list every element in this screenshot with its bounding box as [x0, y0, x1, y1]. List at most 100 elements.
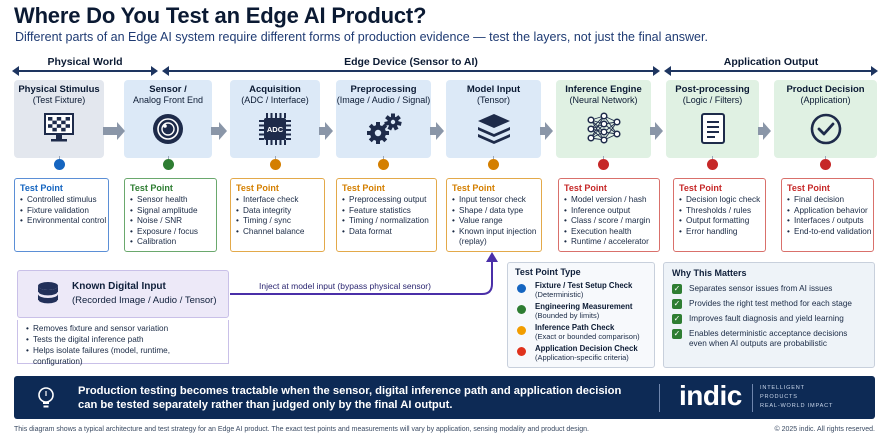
stage-title: Post-processing [675, 84, 750, 95]
test-point-item: Signal amplitude [130, 206, 211, 217]
test-point-item: (replay) [459, 237, 487, 247]
why-item: ✓Enables deterministic acceptance decisi… [672, 329, 866, 349]
test-point-item: Error handling [679, 227, 760, 238]
test-point-item: Feature statistics [342, 206, 431, 217]
arrow-6 [650, 122, 663, 140]
why-item: ✓Provides the right test method for each… [672, 299, 866, 309]
brand-logo: indic [679, 380, 742, 411]
test-point-heading: Test Point [236, 183, 279, 193]
test-point-item: Output formatting [679, 216, 760, 227]
inject-path [230, 260, 493, 295]
why-item-text: Separates sensor issues from AI issues [689, 284, 833, 293]
stage-subtitle: (Test Fixture) [32, 95, 86, 105]
test-point-item: Inference output [564, 206, 654, 217]
legend-item-engineering: Engineering Measurement (Bounded by limi… [515, 302, 647, 320]
test-point-box: Test PointInterface checkData integrityT… [230, 178, 325, 252]
test-point-item: Model version / hash [564, 195, 654, 206]
test-point-item: Input tensor check [452, 195, 536, 206]
section-label-edge: Edge Device (Sensor to AI) [344, 56, 478, 68]
known-input-bullets: Removes fixture and sensor variation Tes… [17, 320, 229, 367]
test-point-dot [707, 159, 718, 170]
database-icon [37, 282, 59, 305]
stage-subtitle: (Logic / Filters) [682, 95, 743, 105]
test-point-box: Test PointFinal decisionApplication beha… [781, 178, 874, 252]
section-label-application: Application Output [723, 56, 819, 68]
stage-physical-stimulus: Physical Stimulus(Test Fixture) [14, 80, 104, 158]
footnote: This diagram shows a typical architectur… [14, 426, 589, 433]
stage-title: Product Decision [786, 84, 865, 95]
known-input-bullet: Helps isolate failures (model, runtime, … [26, 345, 220, 367]
gears-icon [364, 112, 404, 151]
test-point-heading: Test Point [452, 183, 495, 193]
stage-preprocessing: Preprocessing(Image / Audio / Signal) [336, 80, 431, 158]
test-point-heading: Test Point [130, 183, 173, 193]
test-point-dot [488, 159, 499, 170]
arrow-2 [211, 122, 227, 140]
test-point-item: Runtime / accelerator [564, 237, 654, 248]
layers-stack-icon [476, 112, 512, 149]
test-point-box: Test PointDecision logic checkThresholds… [673, 178, 766, 252]
stage-title: Preprocessing [350, 84, 417, 95]
why-item-text: Enables deterministic acceptance decisio… [689, 329, 848, 348]
stage-subtitle: (Neural Network) [569, 95, 638, 105]
legend-label: Application Decision Check [535, 344, 638, 353]
stage-title: Sensor / [149, 84, 187, 95]
test-point-dot [598, 159, 609, 170]
test-point-item: Environmental control [20, 216, 106, 227]
stage-inference-engine: Inference Engine(Neural Network) [556, 80, 651, 158]
test-point-item: Application behavior [787, 206, 868, 217]
page-title: Where Do You Test an Edge AI Product? [14, 3, 427, 28]
stage-title: Model Input [466, 84, 521, 95]
test-point-dot [820, 159, 831, 170]
legend-label: Engineering Measurement [535, 302, 633, 311]
test-point-heading: Test Point [679, 183, 722, 193]
test-point-item: Value range [452, 216, 536, 227]
test-point-item: Decision logic check [679, 195, 760, 206]
why-item: ✓Improves fault diagnosis and yield lear… [672, 314, 866, 324]
legend-label: Fixture / Test Setup Check [535, 281, 633, 290]
arrow-7 [758, 122, 771, 140]
legend-item-inference: Inference Path Check (Exact or bounded c… [515, 323, 647, 341]
legend-note: (Deterministic) [535, 290, 584, 299]
stage-title: Inference Engine [565, 84, 642, 95]
stage-subtitle: (ADC / Interface) [241, 95, 309, 105]
test-point-heading: Test Point [787, 183, 830, 193]
legend-note: (Application-specific criteria) [535, 353, 629, 362]
stage-model-input: Model Input(Tensor) [446, 80, 541, 158]
stage-sensor: Sensor /Analog Front End [124, 80, 212, 158]
brand-divider [752, 384, 753, 412]
test-point-box: Test PointPreprocessing outputFeature st… [336, 178, 437, 252]
stage-product-decision: Product Decision(Application) [774, 80, 877, 158]
stage-title: Acquisition [249, 84, 301, 95]
test-point-heading: Test Point [342, 183, 385, 193]
test-point-item: Shape / data type [452, 206, 536, 217]
document-list-icon [698, 112, 728, 151]
monitor-checkerboard-icon [41, 112, 77, 149]
test-point-item: Fixture validation [20, 206, 103, 217]
why-item-text: Provides the right test method for each … [689, 299, 852, 308]
section-bracket-edge [162, 66, 660, 76]
test-point-item: Sensor health [130, 195, 211, 206]
test-point-item: Channel balance [236, 227, 319, 238]
test-point-item: Interface check [236, 195, 319, 206]
test-point-dot [269, 159, 281, 170]
tagline-line: REAL-WORLD IMPACT [760, 403, 834, 409]
test-point-heading: Test Point [564, 183, 607, 193]
tagline-line: PRODUCTS [760, 394, 798, 400]
test-point-dot [378, 159, 389, 170]
test-point-item: Controlled stimulus [20, 195, 103, 206]
known-input-bullet: Removes fixture and sensor variation [26, 323, 220, 334]
summary-banner [14, 376, 875, 419]
test-point-box: Test PointModel version / hashInference … [558, 178, 660, 252]
test-point-item: Exposure / focus [130, 227, 211, 238]
legend-dot-orange [517, 326, 526, 335]
test-point-item: End-to-end validation [787, 227, 871, 238]
known-input-subtitle: (Recorded Image / Audio / Tensor) [72, 295, 217, 306]
camera-lens-icon [151, 112, 185, 151]
legend-label: Inference Path Check [535, 323, 615, 332]
known-input-title: Known Digital Input [72, 281, 166, 292]
test-point-box: Test PointControlled stimulusFixture val… [14, 178, 109, 252]
brand-tagline: INTELLIGENT PRODUCTS REAL-WORLD IMPACT [760, 384, 833, 411]
inject-label: Inject at model input (bypass physical s… [259, 281, 431, 291]
